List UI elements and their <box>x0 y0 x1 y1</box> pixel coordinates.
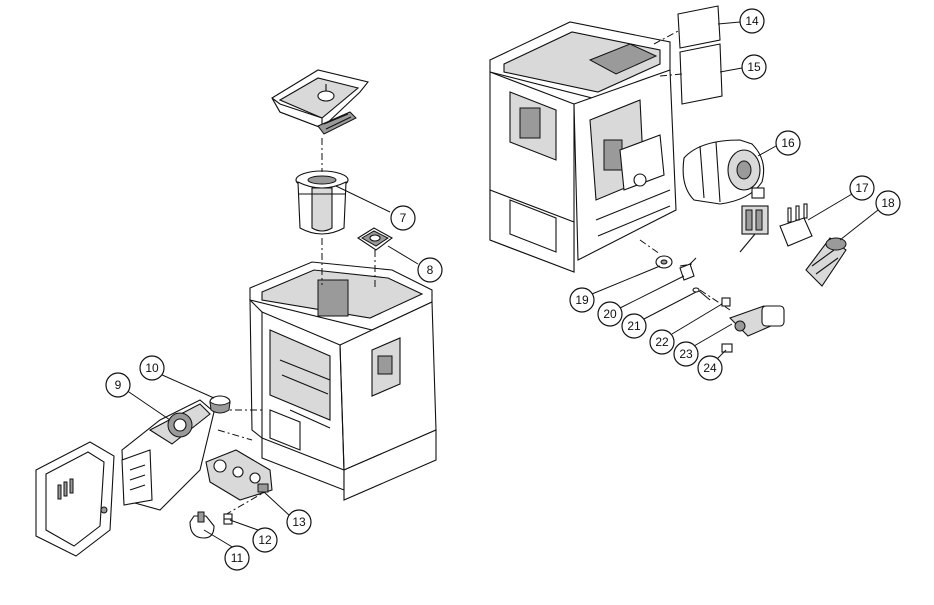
callout-12: 12 <box>229 519 278 553</box>
callout-20-label: 20 <box>603 307 617 321</box>
part-22-fitting <box>721 297 731 307</box>
part-21-screw <box>692 287 711 301</box>
callout-14: 14 <box>717 8 765 34</box>
callout-7: 7 <box>335 185 416 231</box>
callout-10-label: 10 <box>145 361 159 375</box>
part-23-pump <box>728 305 785 337</box>
callout-24: 24 <box>697 349 727 381</box>
callout-23: 23 <box>673 323 733 367</box>
part-18-flowmeter <box>805 237 847 287</box>
part-14-plate <box>677 5 721 49</box>
callout-19: 19 <box>569 265 661 313</box>
callout-22-label: 22 <box>655 335 669 349</box>
part-7-hopper-lid <box>271 69 369 135</box>
part-10-knob <box>209 395 231 414</box>
part-8-fan <box>356 227 394 251</box>
callout-18: 18 <box>839 190 901 241</box>
callout-18-label: 18 <box>881 196 895 210</box>
callout-21: 21 <box>621 291 697 339</box>
callout-13-label: 13 <box>292 515 306 529</box>
callout-16: 16 <box>757 130 801 157</box>
callout-15: 15 <box>719 54 767 80</box>
callout-11-label: 11 <box>231 551 244 565</box>
callout-24-label: 24 <box>703 361 717 375</box>
callout-8-label: 8 <box>427 263 434 277</box>
callout-16-label: 16 <box>781 136 795 150</box>
left-main-housing <box>249 261 437 501</box>
callout-12-label: 12 <box>258 533 272 547</box>
callout-22: 22 <box>649 303 723 355</box>
part-9-grinder-unit <box>121 399 215 511</box>
callout-21-label: 21 <box>627 319 641 333</box>
callout-15-label: 15 <box>747 60 761 74</box>
part-24-fitting <box>721 343 733 353</box>
pump-assembly <box>739 187 769 253</box>
part-13-valve-block <box>205 449 273 501</box>
callout-20: 20 <box>597 275 685 327</box>
callout-17-label: 17 <box>855 181 869 195</box>
callout-9-label: 9 <box>115 378 122 392</box>
part-17-solenoid <box>779 203 813 247</box>
callout-7-label: 7 <box>400 211 407 225</box>
part-15-plate <box>679 43 723 105</box>
part-19-nut <box>655 255 673 269</box>
callout-17: 17 <box>807 175 875 221</box>
callout-10: 10 <box>139 355 215 399</box>
callout-8: 8 <box>387 245 443 283</box>
callout-13: 13 <box>263 491 312 535</box>
callout-23-label: 23 <box>679 347 693 361</box>
part-12-clip <box>223 513 233 525</box>
assembly-lines-left <box>217 138 376 516</box>
callout-11: 11 <box>203 529 250 571</box>
part-16-boiler <box>682 139 765 205</box>
callout-9: 9 <box>105 372 171 421</box>
callout-14-label: 14 <box>745 14 759 28</box>
side-cover-panel <box>35 441 115 557</box>
right-main-housing <box>489 21 677 273</box>
part-7-brew-cylinder <box>295 170 349 235</box>
callout-19-label: 19 <box>575 293 589 307</box>
